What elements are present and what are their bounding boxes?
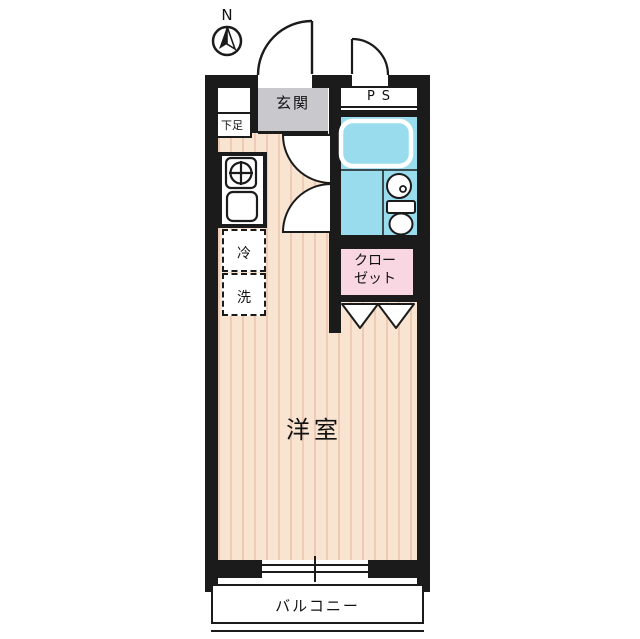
wall-bottom-left	[205, 560, 262, 578]
wall-inner-bathroom	[329, 88, 341, 333]
closet-label-line2: ゼット	[354, 271, 396, 287]
wall-top-middle	[312, 75, 352, 88]
closet-label-line1: クロー	[354, 253, 396, 269]
balcony-area	[211, 584, 424, 624]
compass-icon	[211, 25, 243, 57]
bathroom-area	[329, 110, 424, 242]
entrance-label: 玄関	[275, 94, 310, 112]
main-room-label: 洋室	[286, 416, 342, 444]
entrance-area	[258, 88, 328, 133]
meter-door-arc	[350, 37, 390, 76]
wall-bottom-right	[368, 560, 430, 578]
wall-entrance-stub	[250, 88, 258, 133]
wall-top-left	[205, 75, 258, 88]
kitchen-counter	[218, 152, 267, 228]
wall-right	[417, 75, 430, 592]
entrance-step-line	[258, 131, 328, 134]
shoe-storage-label: 下足	[221, 119, 243, 132]
pipe-space-label: PS	[366, 89, 398, 104]
window-center-tick	[314, 556, 316, 582]
closet-label: クロー ゼット	[334, 252, 416, 288]
washer-slot	[222, 273, 266, 316]
north-label: N	[221, 6, 233, 24]
refrigerator-slot	[222, 229, 266, 272]
shoe-storage	[212, 112, 252, 138]
washer-label: 洗	[237, 290, 251, 306]
refrigerator-label: 冷	[237, 246, 251, 262]
entrance-door-arc	[256, 19, 314, 76]
balcony-label: バルコニー	[275, 597, 360, 615]
wall-left	[205, 75, 218, 592]
balcony-edge-line	[211, 630, 424, 632]
